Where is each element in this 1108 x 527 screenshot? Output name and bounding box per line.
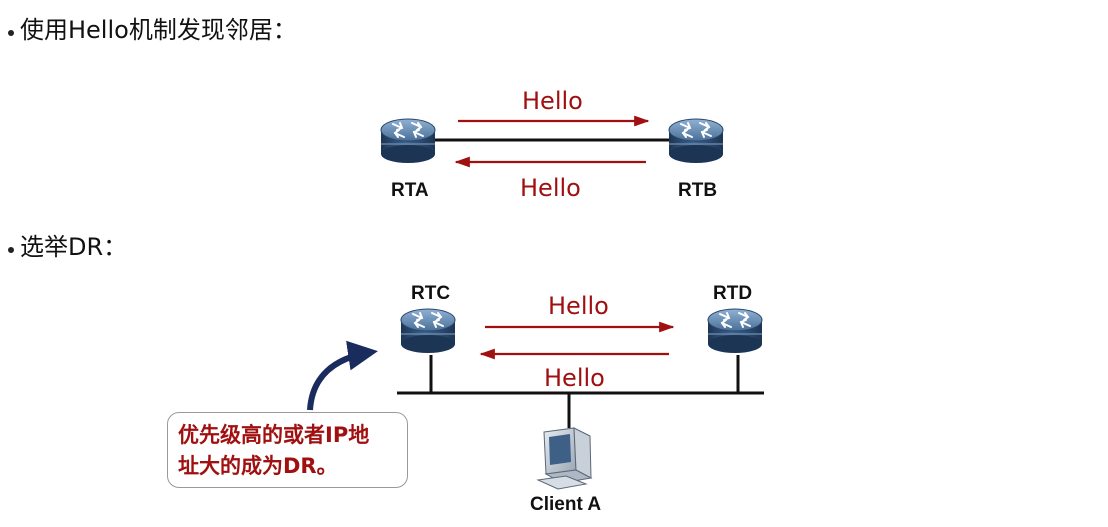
bullet-icon — [8, 247, 14, 253]
hello-label-top: Hello — [522, 87, 583, 115]
router-label-rta: RTA — [391, 180, 429, 201]
router-rtc-icon — [400, 308, 456, 354]
router-label-rtd: RTD — [713, 283, 753, 304]
router-rtd-icon — [707, 308, 763, 354]
callout-pointer-arrow — [307, 340, 378, 411]
router-label-rtc: RTC — [411, 283, 451, 304]
client-label: Client A — [530, 494, 602, 515]
section-dr-election-heading: 选举DR： — [8, 233, 127, 261]
section-title: 使用Hello机制发现邻居： — [20, 16, 297, 44]
callout-line-1: 优先级高的或者IP地 — [178, 423, 370, 447]
hello-label-bottom: Hello — [520, 174, 581, 202]
section-neighbor-discovery-heading: 使用Hello机制发现邻居： — [8, 16, 297, 44]
bullet-icon — [8, 30, 14, 36]
router-label-rtb: RTB — [678, 180, 718, 201]
hello-label-top-2: Hello — [548, 292, 609, 320]
router-rtb-icon — [668, 118, 724, 164]
client-pc-icon — [536, 427, 593, 490]
section-title: 选举DR： — [20, 233, 128, 261]
hello-label-bottom-2: Hello — [544, 364, 605, 392]
router-rta-icon — [380, 118, 436, 164]
dr-rule-callout-text: 优先级高的或者IP地 址大的成为DR。 — [178, 420, 408, 482]
dr-rule-callout-box — [167, 412, 408, 488]
callout-line-2: 址大的成为DR。 — [178, 454, 338, 478]
